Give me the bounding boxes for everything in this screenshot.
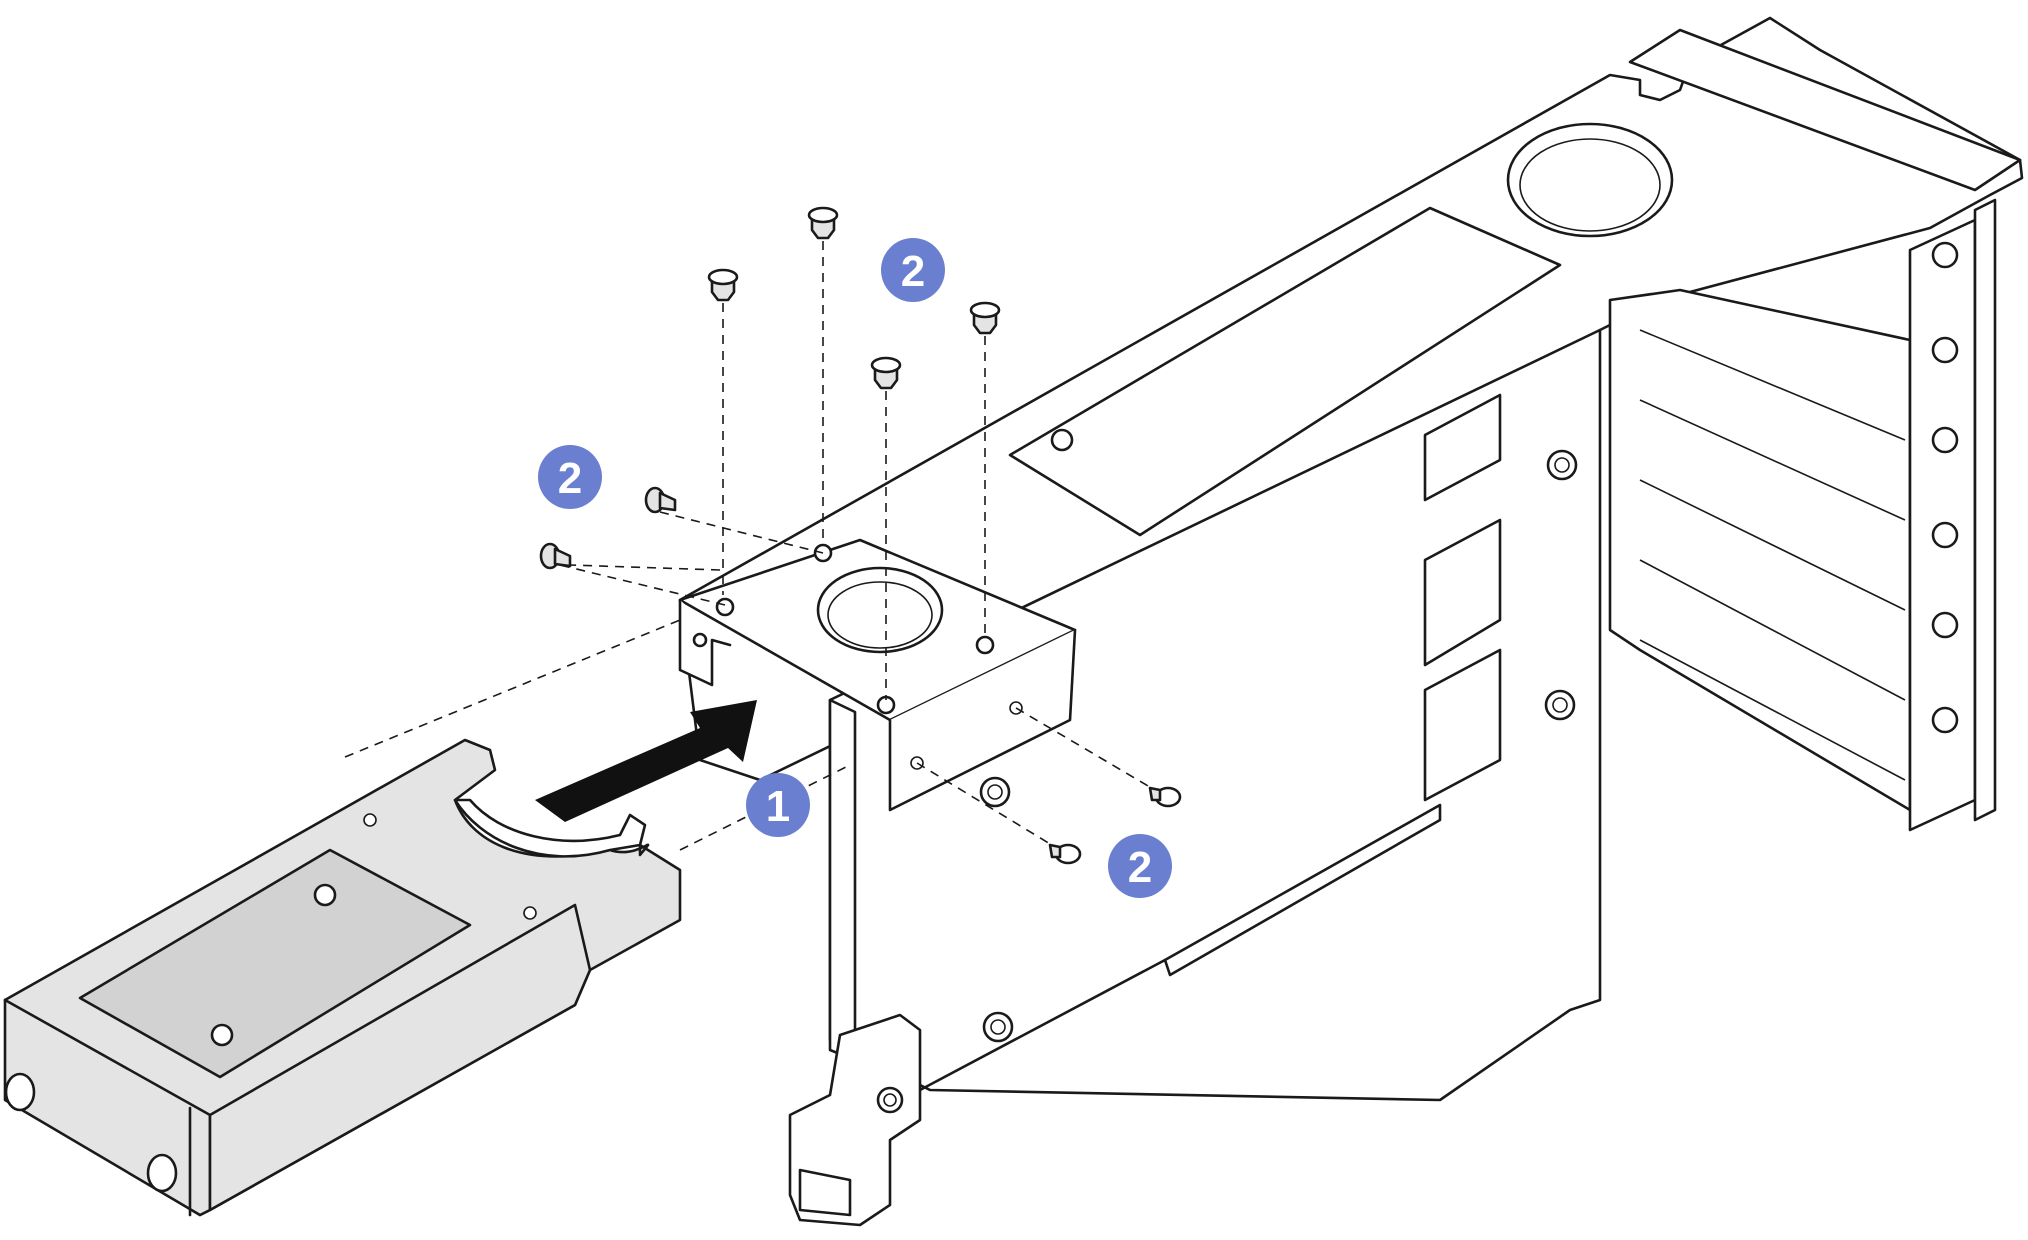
screw-icon	[807, 206, 839, 240]
alignment-lines	[344, 225, 1161, 851]
insert-arrow	[535, 700, 757, 822]
callout-label: 2	[558, 454, 582, 503]
callout-step-2-top: 2	[881, 238, 945, 302]
screw-icon	[644, 486, 677, 514]
riser-cage	[678, 16, 2024, 1227]
callout-label: 2	[1128, 843, 1152, 892]
screw-icon	[969, 301, 1001, 335]
front-bracket	[678, 538, 1077, 812]
screw-icon	[707, 268, 739, 302]
screws	[539, 206, 1182, 865]
callout-step-2-right: 2	[1108, 834, 1172, 898]
callout-label: 2	[901, 247, 925, 296]
slot-covers	[1608, 198, 1997, 832]
callout-step-1: 1	[746, 773, 810, 837]
callout-step-2-left: 2	[538, 445, 602, 509]
screw-icon	[870, 356, 902, 390]
screw-icon	[1148, 786, 1182, 808]
screw-icon	[539, 542, 572, 570]
callout-label: 1	[766, 782, 790, 831]
slot-screws	[1931, 241, 1959, 734]
pcie-adapter	[3, 738, 682, 1217]
screw-icon	[1048, 843, 1082, 865]
